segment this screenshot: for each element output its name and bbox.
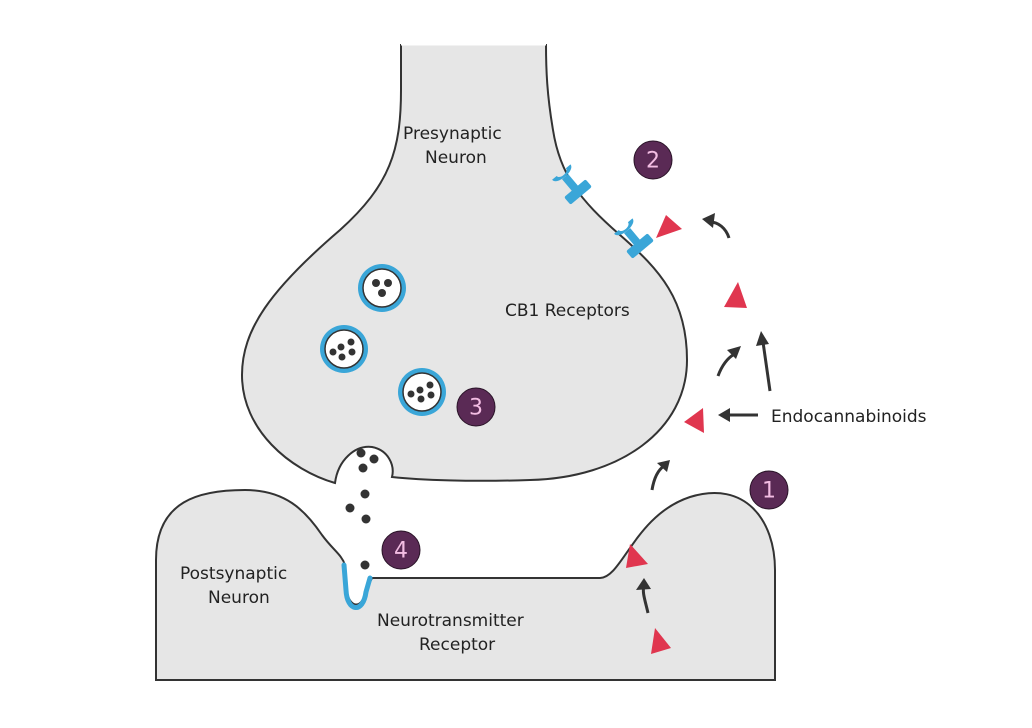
presynaptic-neuron <box>240 43 689 485</box>
endocannabinoid-triangle-icon <box>651 628 671 654</box>
vesicle-icon <box>398 368 446 416</box>
arrow-icon <box>650 460 670 491</box>
svg-text:3: 3 <box>469 396 483 421</box>
presynaptic-label-line2: Neuron <box>425 148 487 168</box>
arrow-icon <box>702 213 731 239</box>
postsynaptic-label-line2: Neuron <box>208 588 270 608</box>
presynaptic-label-line1: Presynaptic <box>403 124 502 144</box>
neurotransmitter-receptor-label-line2: Receptor <box>419 635 495 655</box>
svg-text:4: 4 <box>394 539 408 564</box>
cb1-receptors-label: CB1 Receptors <box>505 301 630 321</box>
endocannabinoids-label: Endocannabinoids <box>771 407 927 427</box>
endocannabinoid-triangle-icon <box>684 408 704 433</box>
arrow-icon <box>718 408 758 422</box>
step-badge-3: 3 <box>456 387 496 427</box>
arrow-icon <box>636 578 651 614</box>
cb1-receptor-icon <box>552 164 592 205</box>
endocannabinoid-triangle-icon <box>626 544 648 568</box>
step-badge-1: 1 <box>749 470 789 510</box>
neurotransmitter-molecule-icon <box>345 448 379 570</box>
svg-text:2: 2 <box>646 149 660 174</box>
endocannabinoid-triangle-icon <box>724 282 747 308</box>
neurotransmitter-receptor-label-line1: Neurotransmitter <box>377 611 524 631</box>
vesicle-icon <box>358 264 406 312</box>
vesicle-icon <box>320 325 368 373</box>
cb1-receptor-icon <box>614 218 654 259</box>
svg-text:1: 1 <box>762 479 776 504</box>
step-badge-4: 4 <box>381 530 421 570</box>
arrow-icon <box>756 331 772 392</box>
neurotransmitter-receptor <box>341 562 373 610</box>
postsynaptic-label-line1: Postsynaptic <box>180 564 287 584</box>
arrow-icon <box>716 346 741 377</box>
step-badge-2: 2 <box>633 140 673 180</box>
endocannabinoid-triangle-icon <box>656 215 682 238</box>
